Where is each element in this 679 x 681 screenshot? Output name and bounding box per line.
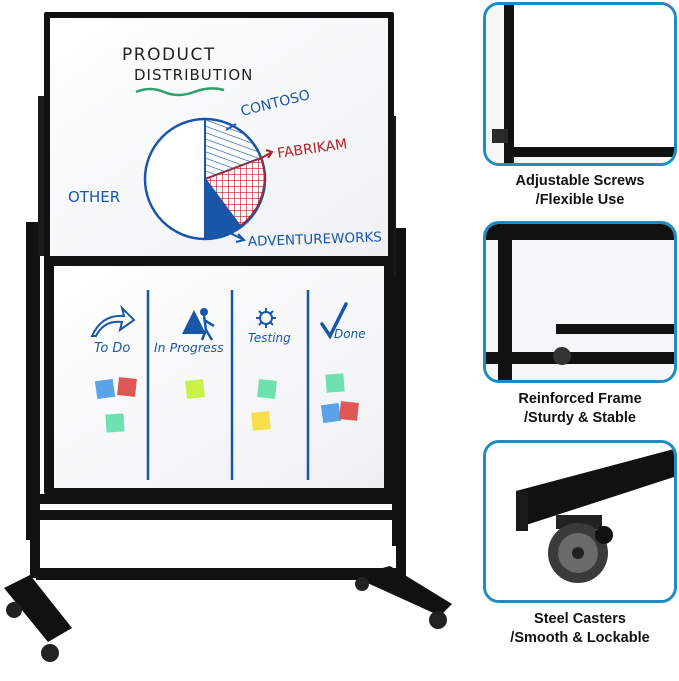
pie-chart-drawing	[143, 117, 267, 241]
pie-label-other: OTHER	[68, 188, 120, 206]
left-foot	[4, 575, 72, 642]
column-label-todo: To Do	[94, 341, 130, 356]
chart-title-line2: DISTRIBUTION	[134, 66, 253, 84]
column-label-done: Done	[334, 327, 366, 341]
gear-icon	[256, 308, 276, 328]
feature-caption-reinforced-frame: Reinforced Frame/Sturdy & Stable	[518, 391, 642, 426]
left-upright	[26, 222, 40, 540]
pie-label-adventureworks: ADVENTUREWORKS	[248, 229, 383, 250]
column-label-in-progress: In Progress	[154, 340, 224, 355]
chart-title-line1: PRODUCT	[122, 45, 216, 65]
feature-callout-reinforced-frame	[483, 221, 677, 383]
right-upright	[392, 228, 406, 546]
sticky-note	[94, 373, 359, 433]
feature-caption-steel-casters: Steel Casters/Smooth & Lockable	[510, 611, 650, 646]
arrow-icon	[90, 304, 136, 337]
feature-callout-adjustable-screws	[483, 2, 677, 166]
feature-callout-steel-casters	[483, 440, 677, 603]
checkmark-icon	[320, 302, 348, 340]
column-label-testing: Testing	[248, 331, 291, 345]
caster-wheel	[6, 577, 447, 662]
worker-icon	[182, 308, 215, 341]
feature-caption-adjustable-screws: Adjustable Screws/Flexible Use	[515, 173, 645, 208]
right-foot	[352, 566, 452, 616]
